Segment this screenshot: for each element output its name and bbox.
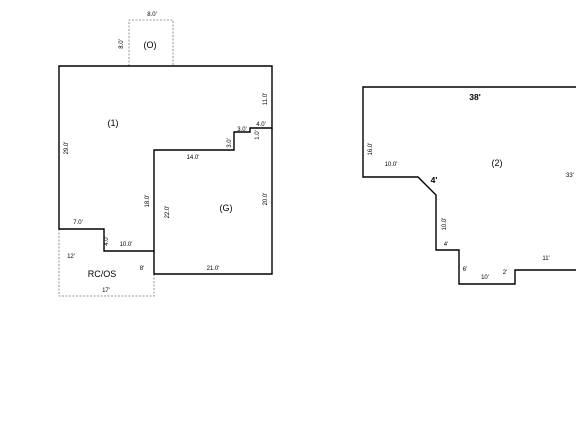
garage-label: (G) xyxy=(220,203,233,213)
dim-step-a: 3.0' xyxy=(237,127,247,133)
dim-rc-bottom: 17' xyxy=(102,288,110,294)
dim-rc-right: 8' xyxy=(140,266,144,272)
dim-porch-side: 8.0' xyxy=(119,39,125,49)
dim-upper-top: 38' xyxy=(469,92,480,102)
dim-upper-small-w: 4' xyxy=(444,242,448,248)
dim-upper-right: 33' xyxy=(566,173,574,179)
dim-upper-left: 16.0' xyxy=(368,143,374,156)
dim-upper-bottom-b: 2' xyxy=(503,270,507,276)
dim-garage-left-outer: 18.0' xyxy=(145,195,151,208)
garage-outline xyxy=(153,128,273,275)
dim-upper-diag: 4' xyxy=(431,175,438,185)
covered-area-label: RC/OS xyxy=(88,269,117,279)
house-label: (1) xyxy=(108,118,119,128)
dim-step-d: 1.0' xyxy=(255,130,261,140)
dim-upper-drop: 10.0' xyxy=(442,218,448,231)
dim-garage-right: 20.0' xyxy=(263,193,269,206)
dim-notch-side: 4.0' xyxy=(104,236,110,246)
dim-step-c: 3.0' xyxy=(227,138,233,148)
right-floor-plan: (2) 38' 16.0' 10.0' 4' 10.0' 4' 6' 10' 2… xyxy=(362,86,576,285)
porch-outline xyxy=(128,19,174,66)
dim-upper-bottom-a: 10' xyxy=(481,275,489,281)
dim-notch-bottom: 10.0' xyxy=(120,242,133,248)
dim-upper-small-d: 6' xyxy=(463,267,467,273)
upper-floor-label: (2) xyxy=(492,158,503,168)
dim-upper-bottom-c: 11' xyxy=(542,256,549,262)
upper-floor-outline xyxy=(362,86,576,285)
dim-right-upper: 11.0' xyxy=(263,93,269,105)
dim-porch-top: 8.0' xyxy=(147,12,157,18)
dim-step-b: 4.0' xyxy=(256,122,266,128)
dim-rc-left: 12' xyxy=(67,254,75,260)
house-outline xyxy=(58,65,273,252)
dim-garage-bottom: 21.0' xyxy=(207,266,220,272)
dim-garage-left-inner: 22.0' xyxy=(165,206,171,219)
dim-garage-top: 14.0' xyxy=(187,155,200,161)
covered-area-outline xyxy=(58,229,155,297)
dim-upper-ledge: 10.0' xyxy=(385,162,398,168)
porch-label: (O) xyxy=(144,40,157,50)
left-floor-plan: (O) (1) (G) RC/OS 8.0' 8.0' 29.0' 11.0' … xyxy=(58,12,273,297)
dim-house-left: 29.0' xyxy=(64,142,70,155)
dim-notch-top: 7.0' xyxy=(73,220,83,226)
